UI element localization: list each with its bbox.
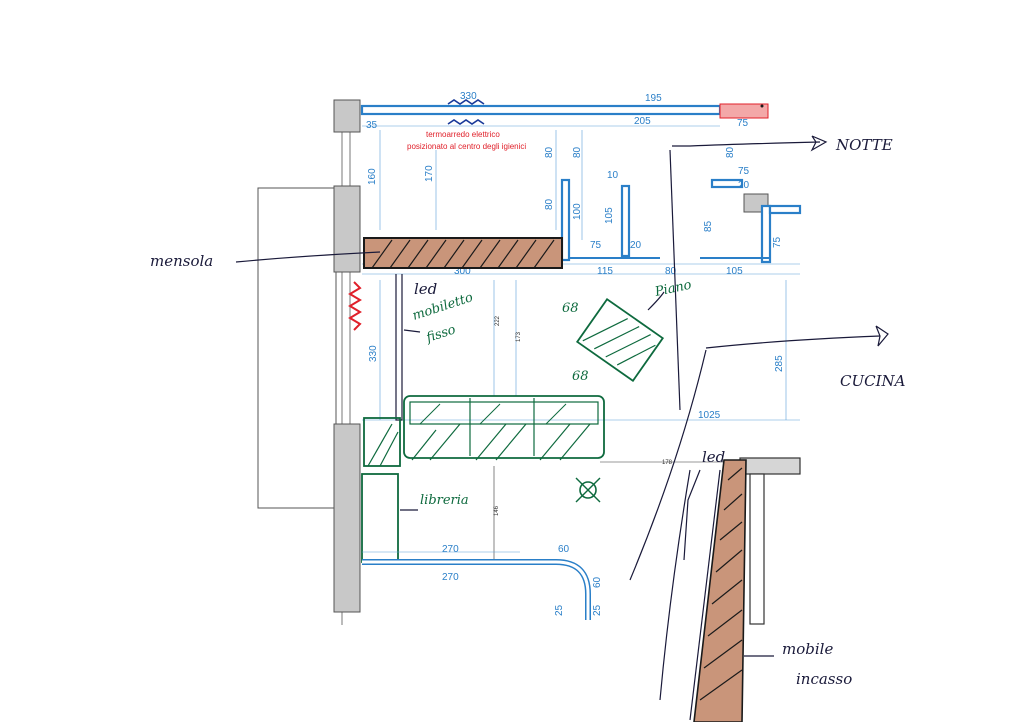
- dim-75-a: 75: [590, 240, 602, 251]
- piano-dim-68b: 68: [572, 369, 589, 384]
- heater-symbol-bottom: [447, 119, 485, 125]
- dim-80-b: 80: [544, 198, 555, 210]
- dim-80-c: 80: [572, 146, 583, 158]
- label-led-a: led: [414, 280, 437, 298]
- heater-note-line1: termoarredo elettrico: [426, 130, 500, 139]
- dim-170: 170: [424, 165, 435, 182]
- ink-line-living-diagonal: [629, 349, 707, 581]
- ink-line-mobiletto: [403, 329, 421, 333]
- red-wall-dot: [760, 104, 764, 108]
- dim-75-b: 75: [738, 166, 750, 177]
- dim-105-b: 105: [726, 266, 743, 277]
- dim-80-d: 80: [725, 146, 736, 158]
- left-wall-pillar-top: [333, 99, 361, 133]
- cucina-arrow: [875, 325, 889, 347]
- dim-25-a: 25: [554, 604, 565, 616]
- partition-wall-3: [710, 178, 744, 189]
- partition-wall-1: [560, 178, 571, 262]
- ink-line-led-b: [683, 469, 701, 561]
- ink-line-piano: [647, 291, 665, 311]
- label-incasso: incasso: [796, 670, 852, 688]
- shelf-hatch: [371, 239, 555, 269]
- kitchen-wall-gray: [739, 457, 801, 475]
- heater-note-line2: posizionato al centro degli igienici: [407, 142, 526, 151]
- dim-195-top: 195: [645, 93, 662, 104]
- mobile-incasso: [693, 459, 747, 722]
- dim-330-top: 330: [460, 91, 477, 102]
- dim-205: 205: [634, 116, 651, 127]
- dim-173: 173: [516, 331, 522, 342]
- label-notte: NOTTE: [835, 136, 893, 154]
- dim-178: 178: [662, 460, 673, 466]
- partition-wall-6: [768, 204, 802, 215]
- piano-dim-68: 68: [562, 301, 579, 316]
- dim-115: 115: [597, 266, 613, 277]
- radiator-zigzag: [348, 281, 362, 331]
- dim-20-b: 20: [738, 180, 750, 191]
- label-mobile: mobile: [782, 640, 833, 658]
- kitchen-wall-v: [749, 473, 765, 625]
- ink-line-notte: [672, 141, 821, 147]
- label-led-b: led: [702, 448, 725, 466]
- dim-80-e: 80: [665, 266, 677, 277]
- left-wall-pillar-mid: [333, 185, 361, 273]
- dim-1025: 1025: [698, 410, 721, 421]
- dim-285: 285: [774, 355, 785, 372]
- dim-300: 300: [454, 266, 471, 277]
- side-cabinet: [363, 417, 401, 467]
- label-cucina: CUCINA: [840, 372, 906, 390]
- dim-85: 85: [703, 220, 714, 232]
- ink-line-corridor: [669, 149, 681, 411]
- red-wall-segment: [719, 103, 769, 119]
- dim-60-a: 60: [558, 544, 570, 555]
- dim-25-b: 25: [592, 604, 603, 616]
- dim-105-a: 105: [604, 207, 615, 224]
- dim-146: 146: [494, 505, 500, 516]
- dim-60-b: 60: [592, 576, 603, 588]
- dim-20-a: 20: [630, 240, 642, 251]
- notte-arrow: [810, 135, 828, 152]
- label-libreria: libreria: [420, 493, 469, 508]
- dim-10: 10: [607, 170, 619, 181]
- heater-symbol-top: [447, 99, 485, 105]
- partition-wall-2: [620, 184, 631, 258]
- dim-270-a: 270: [442, 544, 459, 555]
- label-mensola: mensola: [150, 252, 213, 270]
- dim-100: 100: [572, 203, 583, 220]
- bottom-curved-wall-inner: [362, 560, 590, 620]
- dim-80-a: 80: [544, 146, 555, 158]
- ink-line-entry-left: [659, 469, 691, 701]
- dim-330-left: 330: [368, 345, 379, 362]
- dim-270-b: 270: [442, 572, 459, 583]
- left-wall-pillar-bottom: [333, 423, 361, 613]
- sofa: [403, 395, 605, 461]
- label-fisso: fisso: [424, 322, 458, 346]
- top-wall: [360, 104, 722, 116]
- piano-symbol: [575, 297, 665, 383]
- dim-222: 222: [495, 315, 501, 326]
- balcony-outline: [257, 187, 337, 509]
- dim-75-top: 75: [737, 118, 749, 129]
- ink-line-mensola: [235, 251, 381, 263]
- dim-35: 35: [366, 120, 378, 131]
- floor-lamp-symbol: [575, 477, 601, 503]
- label-piano: Piano: [653, 278, 693, 301]
- dim-160: 160: [367, 168, 378, 185]
- libreria-outline: [361, 473, 399, 563]
- dim-75-c: 75: [772, 236, 783, 248]
- mobiletto-outline: [395, 274, 403, 421]
- ink-line-cucina: [705, 335, 881, 349]
- partition-wall-5: [760, 204, 772, 264]
- ink-line-entry-right: [689, 469, 721, 721]
